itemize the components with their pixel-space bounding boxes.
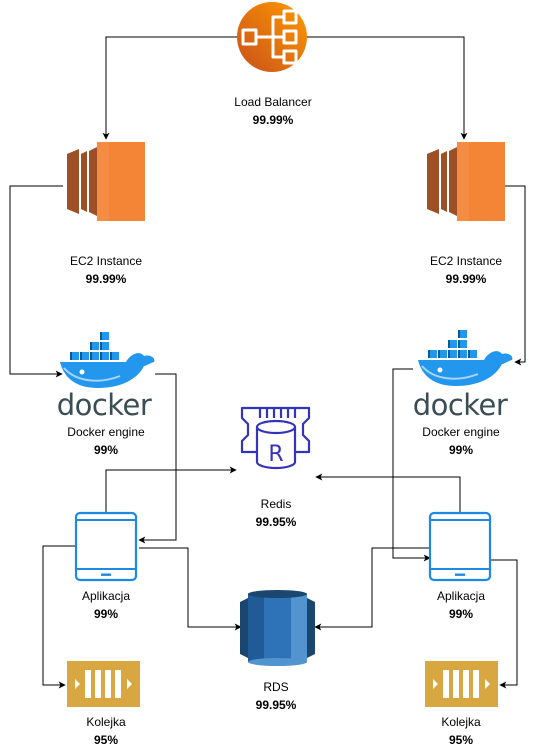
node-availability: 95% [448, 733, 474, 747]
tablet-icon-right [428, 511, 492, 582]
docker-wordmark: docker [413, 388, 508, 422]
node-availability: 95% [93, 733, 119, 747]
rds-label: RDS 99.95% [196, 680, 356, 712]
node-availability: 99.99% [85, 272, 127, 286]
docker-whale-icon [59, 331, 156, 389]
connector-lb-ec2-left [102, 36, 237, 140]
app-right-label: Aplikacja 99% [381, 589, 533, 621]
connector-lb-ec2-right [307, 36, 468, 140]
node-name: RDS [263, 680, 289, 694]
connector-app-redis-right [315, 473, 461, 513]
queue-left-label: Kolejka 95% [26, 715, 186, 747]
node-name: Aplikacja [81, 589, 131, 603]
connector-docker-app-right [392, 368, 431, 562]
node-availability: 99.95% [255, 515, 297, 529]
connector-ec2-docker-right [503, 185, 526, 366]
docker-logo-right: docker [413, 329, 514, 422]
app-left-label: Aplikacja 99% [26, 589, 186, 621]
node-name: Aplikacja [436, 589, 486, 603]
ec2-left-label: EC2 Instance 99.99% [26, 254, 186, 286]
connector-app-queue-left [42, 545, 75, 689]
node-availability: 99% [93, 607, 119, 621]
load-balancer-icon [237, 2, 307, 72]
docker-whale-icon [417, 329, 514, 387]
node-name: Docker engine [67, 425, 145, 439]
connector-ec2-docker-left [9, 185, 63, 378]
node-name: Load Balancer [234, 95, 312, 109]
redis-icon: R [240, 406, 311, 470]
node-availability: 99.99% [445, 272, 487, 286]
node-availability: 99.99% [252, 113, 294, 127]
queue-icon-left [67, 661, 140, 707]
node-availability: 99.95% [255, 698, 297, 712]
node-availability: 99% [448, 607, 474, 621]
queue-right-label: Kolejka 95% [381, 715, 533, 747]
ec2-right-label: EC2 Instance 99.99% [386, 254, 533, 286]
ec2-instance-left-icon [67, 142, 145, 221]
ec2-instance-right-icon [427, 142, 505, 221]
connector-app-rds-right [314, 547, 430, 631]
docker-right-label: Docker engine 99% [381, 425, 533, 457]
node-name: EC2 Instance [429, 254, 503, 268]
docker-left-label: Docker engine 99% [26, 425, 186, 457]
docker-wordmark: docker [57, 388, 152, 422]
rds-database-icon [240, 590, 315, 666]
redis-label: Redis 99.95% [196, 497, 356, 529]
load-balancer-label: Load Balancer 99.99% [193, 95, 353, 127]
node-availability: 99% [448, 443, 474, 457]
connector-app-queue-right [491, 559, 518, 689]
node-name: EC2 Instance [69, 254, 143, 268]
connectors [9, 36, 526, 689]
connector-app-redis-left [105, 466, 237, 513]
node-name: Kolejka [441, 715, 481, 729]
tablet-icon-left [74, 511, 138, 582]
docker-logo-left: docker [57, 331, 156, 422]
node-availability: 99% [93, 443, 119, 457]
connector-docker-app-left [138, 373, 177, 544]
queue-icon-right [425, 661, 498, 707]
node-name: Docker engine [422, 425, 500, 439]
connector-app-rds-left [139, 547, 242, 631]
node-name: Redis [260, 497, 292, 511]
node-name: Kolejka [86, 715, 126, 729]
redis-letter: R [268, 442, 283, 467]
